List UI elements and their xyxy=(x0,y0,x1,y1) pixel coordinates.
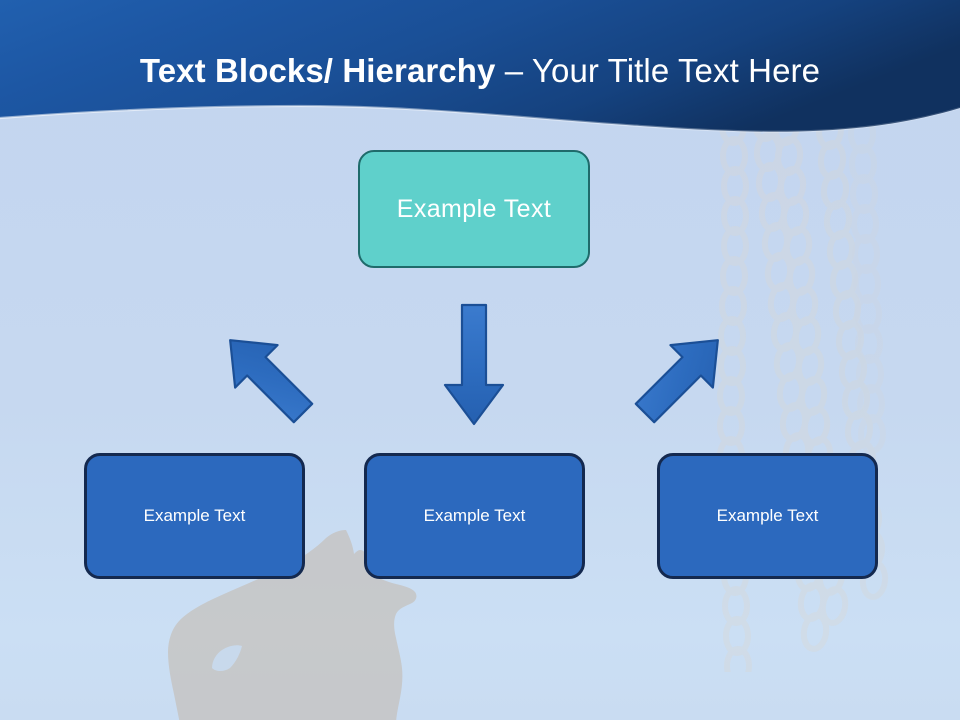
arrow-down-center xyxy=(443,303,505,426)
arrow-down-right xyxy=(634,339,719,424)
page-title-separator: – xyxy=(495,52,532,89)
node-child-1[interactable]: Example Text xyxy=(84,453,305,579)
node-child-2[interactable]: Example Text xyxy=(364,453,585,579)
arrow-down-left xyxy=(229,339,314,424)
node-root[interactable]: Example Text xyxy=(358,150,590,268)
header-wave-band xyxy=(0,0,960,133)
node-child-3[interactable]: Example Text xyxy=(657,453,878,579)
page-title: Text Blocks/ Hierarchy – Your Title Text… xyxy=(0,50,960,92)
page-title-regular: Your Title Text Here xyxy=(531,52,821,89)
page-title-bold: Text Blocks/ Hierarchy xyxy=(139,52,496,89)
